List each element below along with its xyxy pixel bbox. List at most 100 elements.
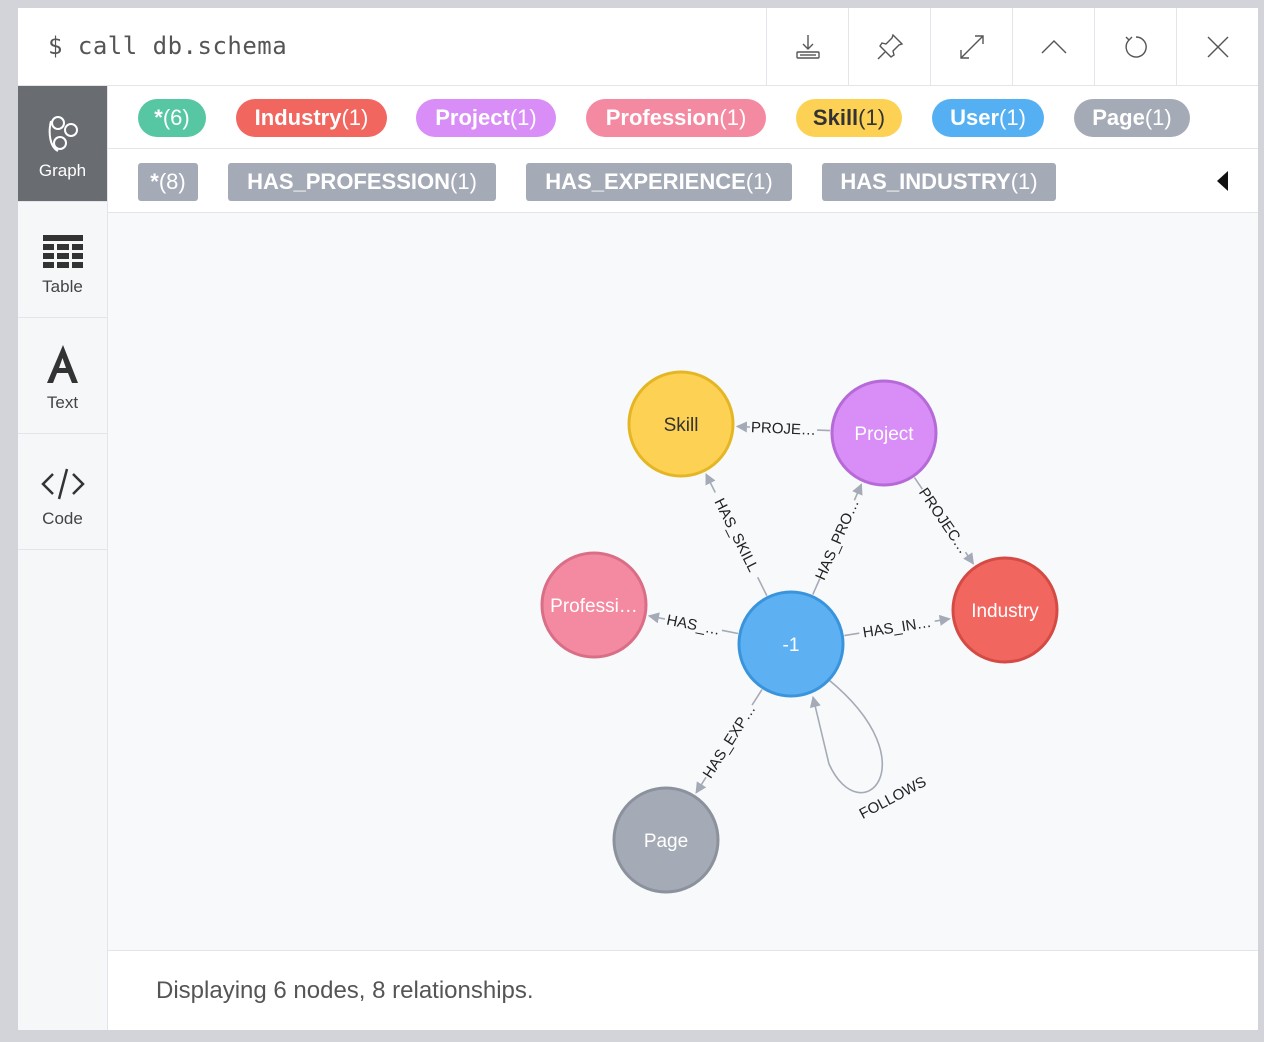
label-pill-user[interactable]: User(1) [932, 99, 1044, 137]
node-skill[interactable]: Skill [627, 370, 735, 478]
close-icon [1207, 36, 1228, 57]
relationship-caption: HAS_… [665, 612, 721, 639]
sidebar-item-table[interactable]: Table [18, 202, 107, 318]
pill-count: (6) [162, 105, 190, 130]
close-button[interactable] [1176, 8, 1258, 85]
node-circle [737, 590, 845, 698]
pill-count: (1) [1144, 105, 1172, 130]
relationship-has-exp-[interactable]: HAS_EXP… [695, 689, 763, 794]
graph-svg[interactable]: PROJE… HAS_SKILL HAS_PRO… PROJEC… HAS_… HAS_I… [108, 213, 1258, 950]
relationship-line [751, 689, 763, 706]
node-industry[interactable]: Industry [951, 556, 1059, 664]
relationship-arrow [705, 473, 716, 493]
label-pill-skill[interactable]: Skill(1) [796, 99, 902, 137]
label-pill-project[interactable]: Project(1) [416, 99, 556, 137]
relationship-follows[interactable]: FOLLOWS [809, 679, 930, 823]
relationship-types-legend: *(8) HAS_PROFESSION(1) HAS_EXPERIENCE(1)… [108, 149, 1258, 213]
result-frame: $ call db.schema [18, 8, 1258, 1030]
pill-name: User [950, 105, 1000, 130]
relationship-arrow [934, 614, 951, 626]
sidebar-item-label: Graph [38, 160, 87, 180]
rel-tag-has-industry[interactable]: HAS_INDUSTRY(1) [822, 163, 1056, 201]
pill-count: (1) [999, 105, 1026, 130]
expand-icon [959, 34, 984, 59]
node-circle [951, 556, 1059, 664]
sidebar-item-label: Text [46, 392, 79, 412]
tag-count: (1) [745, 169, 773, 194]
relationship-caption: HAS_EXP… [700, 701, 760, 781]
tag-count: (1) [1010, 169, 1038, 194]
view-sidebar: Graph Table Text [18, 86, 108, 1030]
relationship-caption: HAS_IN… [862, 614, 933, 642]
sidebar-item-code[interactable]: Code [18, 434, 107, 550]
node-caption: Industry [971, 601, 1039, 622]
pin-button[interactable] [848, 8, 930, 85]
graph-canvas[interactable]: PROJE… HAS_SKILL HAS_PRO… PROJEC… HAS_… HAS_I… [108, 213, 1258, 951]
label-pill-profession[interactable]: Profession(1) [586, 99, 766, 137]
caret-left-icon[interactable] [1217, 171, 1228, 191]
tag-name: HAS_PROFESSION [247, 169, 451, 194]
node-labels-legend: *(6) Industry(1) Project(1) Profession(1… [108, 86, 1258, 149]
relationship-line [756, 576, 768, 597]
command-text[interactable]: $ call db.schema [48, 32, 288, 60]
sidebar-item-text[interactable]: Text [18, 318, 107, 434]
relationship-arrow [963, 551, 975, 565]
pill-name: Profession [605, 105, 720, 130]
label-pill-industry[interactable]: Industry(1) [236, 99, 387, 137]
node-profession[interactable]: Professi… [540, 551, 648, 659]
pin-icon [877, 33, 903, 59]
pill-name: * [154, 105, 163, 130]
pill-name: Project [435, 105, 510, 130]
pill-count: (1) [509, 105, 537, 130]
rel-tag-has-profession[interactable]: HAS_PROFESSION(1) [228, 163, 496, 201]
tag-name: * [150, 169, 159, 194]
download-icon [795, 34, 820, 59]
pill-name: Page [1092, 105, 1145, 130]
relationship-has-in-[interactable]: HAS_IN… [844, 614, 951, 642]
relationship-arrow [735, 421, 750, 433]
pill-name: Industry [254, 105, 342, 130]
relationship-line [721, 629, 739, 635]
download-button[interactable] [766, 8, 848, 85]
node-caption: Project [854, 424, 914, 445]
node-page[interactable]: Page [612, 786, 720, 894]
node-circle [627, 370, 735, 478]
relationship-has-skill[interactable]: HAS_SKILL [705, 473, 768, 597]
tag-name: HAS_EXPERIENCE [545, 169, 746, 194]
relationship-caption: PROJEC… [915, 485, 972, 557]
sidebar-item-graph[interactable]: Graph [18, 86, 107, 202]
fullscreen-button[interactable] [930, 8, 1012, 85]
rerun-icon [1124, 35, 1147, 58]
node-caption: Page [644, 831, 688, 852]
pill-count: (1) [858, 105, 886, 130]
rel-tag-all[interactable]: *(8) [138, 163, 198, 201]
relationship-has-pro-[interactable]: HAS_PRO… [812, 483, 863, 595]
node-project[interactable]: Project [830, 379, 938, 487]
node-caption: Professi… [550, 596, 638, 617]
status-bar: Displaying 6 nodes, 8 relationships. [108, 951, 1258, 1030]
relationship-line [812, 578, 821, 595]
relationship-has-[interactable]: HAS_… [647, 612, 739, 639]
node-user[interactable]: -1 [737, 590, 845, 698]
pill-count: (1) [719, 105, 747, 130]
relationship-proje-[interactable]: PROJE… [735, 419, 831, 439]
relationship-caption: FOLLOWS [857, 773, 930, 822]
tag-count: (1) [450, 169, 477, 194]
sidebar-item-label: Code [42, 508, 83, 528]
pill-count: (1) [341, 105, 369, 130]
relationship-line [913, 477, 924, 490]
node-circle [830, 379, 938, 487]
node-circle [540, 551, 648, 659]
label-pill-page[interactable]: Page(1) [1074, 99, 1190, 137]
relationship-projec-[interactable]: PROJEC… [913, 477, 975, 565]
relationship-arrow [852, 483, 863, 501]
node-circle [612, 786, 720, 894]
chevron-up-icon [1041, 39, 1066, 53]
relationship-arrow [647, 612, 666, 624]
label-pill-all[interactable]: *(6) [138, 99, 206, 137]
rel-tag-has-experience[interactable]: HAS_EXPERIENCE(1) [526, 163, 792, 201]
graph-icon [48, 115, 78, 152]
relationship-caption: HAS_SKILL [710, 496, 761, 575]
rerun-button[interactable] [1094, 8, 1176, 85]
collapse-button[interactable] [1012, 8, 1094, 85]
